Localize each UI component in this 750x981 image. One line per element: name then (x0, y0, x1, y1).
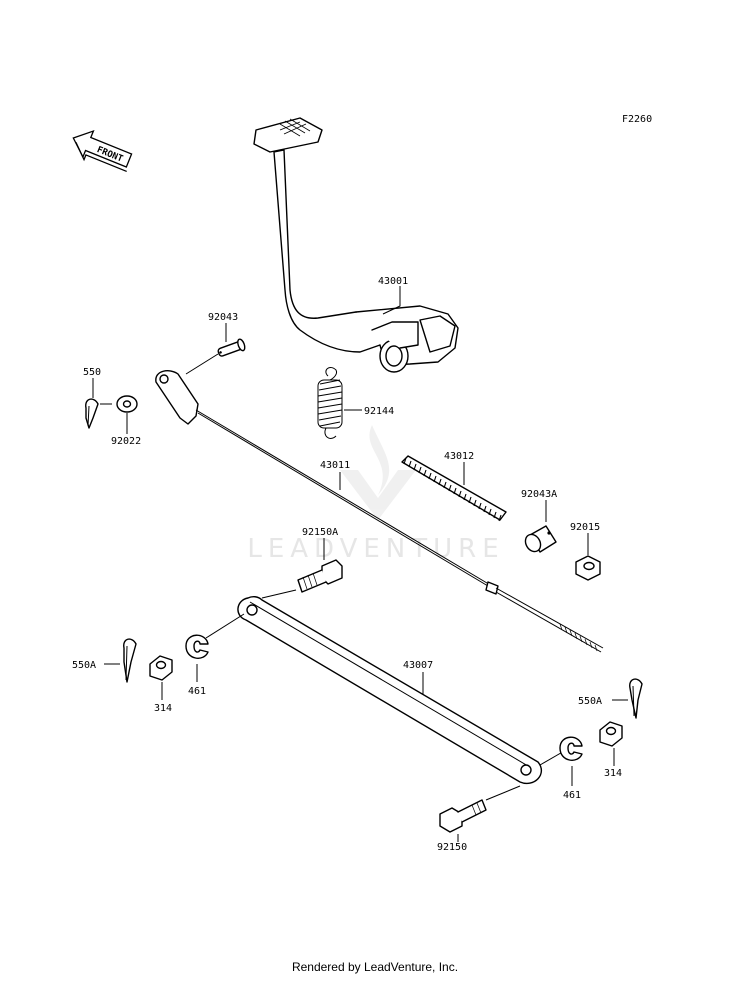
spring-92144 (317, 367, 343, 439)
nut-314-left (149, 655, 173, 681)
label-314-right: 314 (604, 768, 622, 779)
bolt-92150A (297, 559, 343, 593)
label-92150: 92150 (437, 842, 467, 853)
label-550A-right: 550A (578, 696, 602, 707)
label-43012: 43012 (444, 451, 474, 462)
label-43007: 43007 (403, 660, 433, 671)
label-550A-left: 550A (72, 660, 96, 671)
label-92043A: 92043A (521, 489, 557, 500)
brake-pedal-43001 (253, 117, 459, 373)
cotter-pin-550A-right (629, 678, 643, 719)
cotter-pin-550A-left (123, 638, 137, 683)
label-461-left: 461 (188, 686, 206, 697)
label-550: 550 (83, 367, 101, 378)
pin-92043 (217, 338, 246, 357)
label-92043: 92043 (208, 312, 238, 323)
footer-credit: Rendered by LeadVenture, Inc. (291, 960, 459, 974)
lock-washer-461-left (185, 634, 209, 659)
figure-code: F2260 (622, 114, 652, 125)
washer-92022 (116, 395, 138, 413)
watermark-text: LEADVENTURE (247, 534, 504, 564)
label-92015: 92015 (570, 522, 600, 533)
label-43001: 43001 (378, 276, 408, 287)
nut-92015 (575, 555, 601, 581)
link-lever-43007 (237, 595, 543, 785)
label-92144: 92144 (364, 406, 394, 417)
label-461-right: 461 (563, 790, 581, 801)
label-92150A: 92150A (302, 527, 338, 538)
bolt-92150 (439, 799, 487, 833)
lock-washer-461-right (559, 736, 583, 761)
label-314-left: 314 (154, 703, 172, 714)
collar-92043A (524, 525, 557, 553)
brake-rod-43011 (155, 370, 604, 653)
spring-43012 (401, 455, 507, 522)
label-92022: 92022 (111, 436, 141, 447)
cotter-pin-550 (85, 398, 99, 429)
nut-314-right (599, 721, 623, 747)
front-arrow-icon: FRONT (72, 129, 133, 173)
watermark-logo (340, 425, 416, 520)
label-43011: 43011 (320, 460, 350, 471)
